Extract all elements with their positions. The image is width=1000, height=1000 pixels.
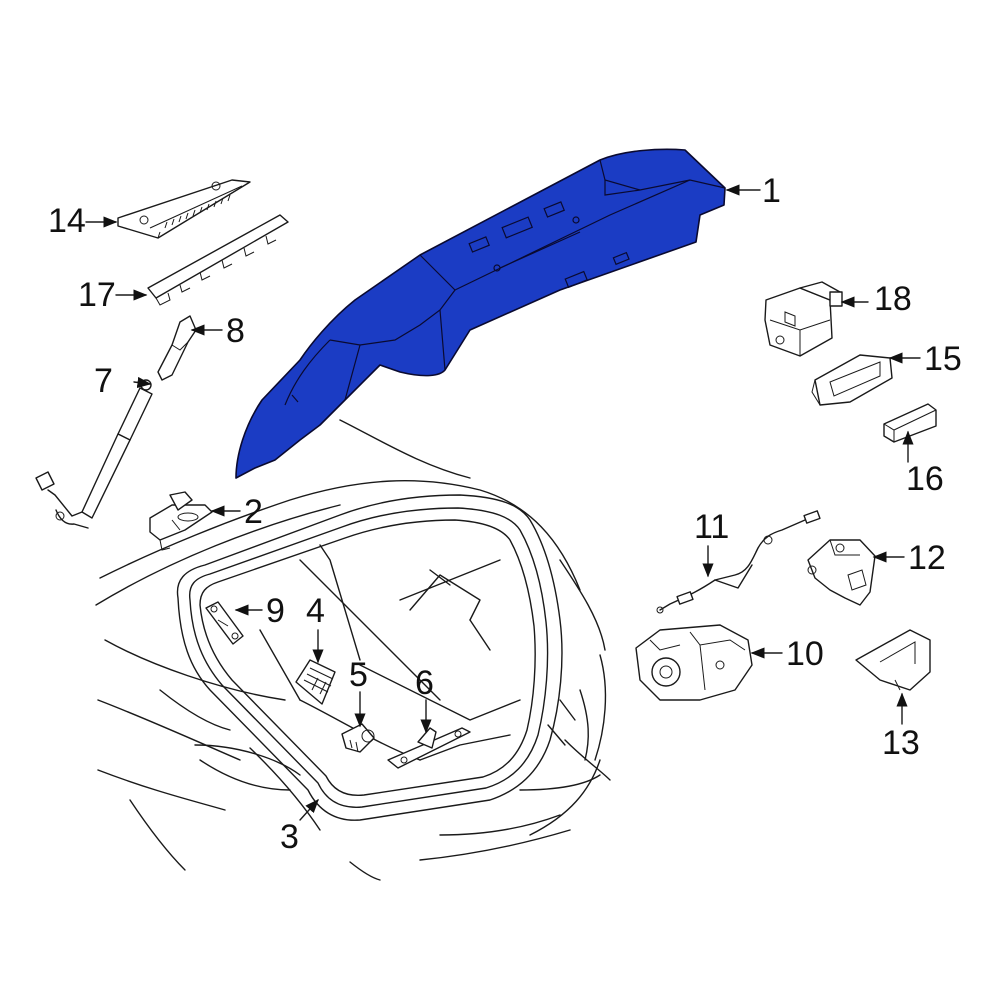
part-7-drawing bbox=[35, 379, 153, 529]
part-15-drawing bbox=[811, 354, 893, 406]
part-17-drawing bbox=[147, 214, 289, 306]
part-11-drawing bbox=[656, 510, 821, 614]
part-9-drawing bbox=[205, 601, 244, 645]
callout-10: 10 bbox=[786, 635, 824, 673]
leader-lines bbox=[85, 184, 921, 821]
callout-3: 3 bbox=[280, 818, 299, 856]
part-18-drawing bbox=[764, 281, 843, 357]
callout-4: 4 bbox=[306, 592, 325, 630]
callout-1: 1 bbox=[762, 172, 781, 210]
part-8-drawing bbox=[157, 315, 197, 381]
liftgate-panel bbox=[235, 148, 726, 479]
part-6-drawing bbox=[387, 727, 471, 769]
callout-labels: 1 2 3 4 5 6 7 8 9 10 11 12 13 14 15 16 1… bbox=[48, 172, 962, 856]
callout-17: 17 bbox=[78, 276, 116, 314]
part-13-drawing bbox=[855, 629, 931, 691]
part-14-drawing bbox=[117, 179, 251, 239]
callout-2: 2 bbox=[244, 493, 263, 531]
callout-9: 9 bbox=[266, 592, 285, 630]
callout-14: 14 bbox=[48, 202, 86, 240]
callout-5: 5 bbox=[349, 656, 368, 694]
callout-8: 8 bbox=[226, 312, 245, 350]
part-5-drawing bbox=[341, 723, 375, 753]
callout-11: 11 bbox=[694, 508, 729, 546]
callout-12: 12 bbox=[908, 539, 946, 577]
callout-15: 15 bbox=[924, 340, 962, 378]
part-4-drawing bbox=[295, 659, 336, 705]
part-10-drawing bbox=[635, 624, 753, 701]
callout-7: 7 bbox=[94, 362, 113, 400]
callout-6: 6 bbox=[415, 664, 434, 702]
callout-16: 16 bbox=[906, 460, 944, 498]
callout-18: 18 bbox=[874, 280, 912, 318]
callout-13: 13 bbox=[882, 724, 920, 762]
part-16-drawing bbox=[883, 403, 937, 443]
part-2-drawing bbox=[149, 491, 213, 551]
vehicle-body bbox=[95, 419, 611, 881]
part-12-drawing bbox=[807, 539, 876, 606]
